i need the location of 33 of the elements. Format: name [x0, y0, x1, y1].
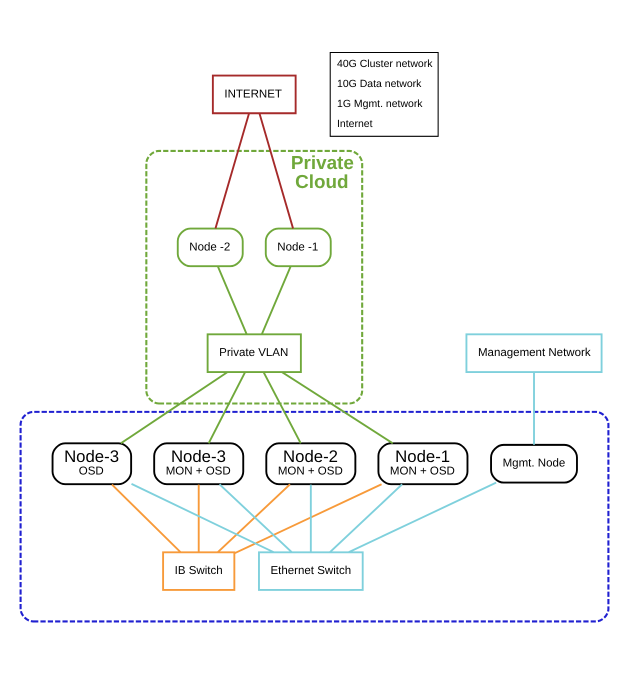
connector — [258, 113, 294, 229]
connector — [111, 484, 182, 553]
node-box: Node-3 OSD — [52, 442, 132, 486]
connector — [208, 372, 246, 444]
connector — [262, 372, 302, 444]
node-box: Node-1 MON + OSD — [377, 442, 468, 486]
connector — [120, 371, 228, 444]
connector — [131, 483, 274, 554]
node-box: IB Switch — [162, 551, 236, 591]
connector — [214, 113, 250, 229]
node-box: Mgmt. Node — [490, 444, 578, 484]
connector — [282, 371, 394, 444]
connector — [260, 266, 292, 335]
legend-label: Internet — [337, 118, 373, 130]
node-box: Node -2 — [176, 228, 244, 268]
node-box: Ethernet Switch — [258, 551, 364, 591]
legend-label: 1G Mgmt. network — [337, 98, 423, 110]
connector — [217, 266, 248, 335]
cluster — [20, 410, 610, 622]
connector — [234, 483, 382, 554]
node-box: Node-2 MON + OSD — [265, 442, 356, 486]
node-box: INTERNET — [212, 74, 297, 114]
node-box: Node -1 — [264, 228, 332, 268]
connector — [533, 372, 535, 445]
connector — [198, 484, 200, 552]
connector — [348, 482, 497, 553]
node-box: Private VLAN — [206, 333, 302, 373]
node-box: Management Network — [465, 333, 603, 373]
legend-label: 40G Cluster network — [337, 59, 432, 70]
connector — [310, 484, 312, 552]
node-box: Node-3 MON + OSD — [153, 442, 244, 486]
connector — [329, 484, 403, 553]
legend-label: 10G Data network — [337, 79, 422, 90]
